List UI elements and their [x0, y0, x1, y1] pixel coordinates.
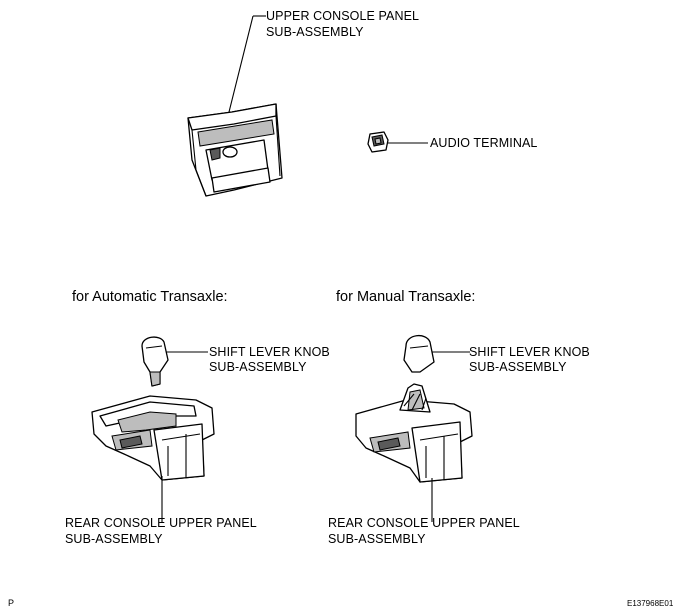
automatic-section-heading: for Automatic Transaxle: [72, 289, 228, 305]
audio-terminal-drawing [367, 131, 389, 153]
auto-shift-knob-label-line1: SHIFT LEVER KNOB [209, 345, 330, 359]
leader-upper-console [228, 15, 254, 113]
audio-terminal-label: AUDIO TERMINAL [430, 136, 538, 150]
page-mark: P [8, 598, 15, 608]
auto-rear-console-drawing [91, 395, 215, 481]
upper-console-label-line2: SUB-ASSEMBLY [266, 25, 364, 39]
manual-shift-knob-label-line2: SUB-ASSEMBLY [469, 360, 567, 374]
upper-console-panel-drawing [187, 103, 283, 197]
manual-rear-console-label-line2: SUB-ASSEMBLY [328, 532, 426, 546]
figure-id: E137968E01 [627, 599, 674, 608]
auto-shift-knob-label-line2: SUB-ASSEMBLY [209, 360, 307, 374]
manual-rear-console-drawing [355, 383, 473, 483]
manual-shift-knob-drawing [403, 335, 435, 373]
manual-rear-console-label-line1: REAR CONSOLE UPPER PANEL [328, 516, 520, 530]
auto-rear-console-label-line1: REAR CONSOLE UPPER PANEL [65, 516, 257, 530]
auto-rear-console-label-line2: SUB-ASSEMBLY [65, 532, 163, 546]
upper-console-label-line1: UPPER CONSOLE PANEL [266, 9, 420, 23]
manual-section-heading: for Manual Transaxle: [336, 289, 476, 305]
auto-shift-knob-drawing [141, 336, 169, 387]
manual-shift-knob-label-line1: SHIFT LEVER KNOB [469, 345, 590, 359]
